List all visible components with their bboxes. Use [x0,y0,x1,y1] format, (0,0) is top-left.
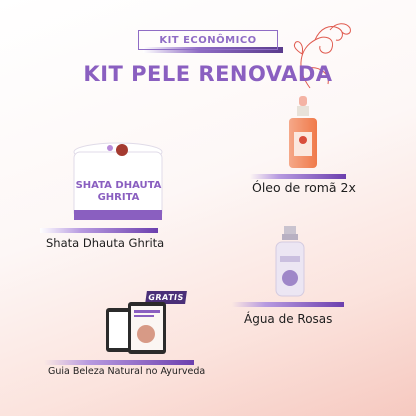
oleo-label: Óleo de romã 2x [252,180,356,195]
floral-line-art-icon [293,23,351,89]
spray-bottle-icon [275,226,305,297]
agua-underline [232,302,344,307]
guia-label: Guia Beleza Natural no Ayurveda [48,366,206,377]
jar-icon: SHATA DHAUTA GHRITA [70,140,167,226]
gratis-badge-label: GRATIS [147,293,185,302]
page-title: KIT PELE RENOVADA [83,62,333,86]
tablet-ebook-icon [106,302,166,354]
oleo-underline [250,174,346,179]
kit-badge-label: KIT ECONÔMICO [159,34,257,46]
jar-text-line1: SHATA DHAUTA [75,180,162,191]
dropper-bottle-icon [289,96,317,168]
agua-label: Água de Rosas [244,312,333,326]
jar-text-line2: GHRITA [97,192,140,203]
kit-badge: KIT ECONÔMICO [138,30,278,50]
banner-shadow [143,47,283,53]
ghrita-underline [40,228,158,233]
guia-underline [44,360,194,365]
ghrita-label: Shata Dhauta Ghrita [46,236,165,250]
